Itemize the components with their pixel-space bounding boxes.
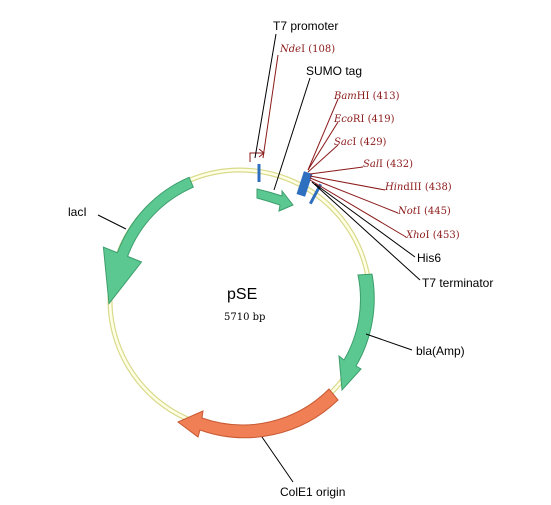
- laci-label: lacI: [68, 205, 87, 219]
- his6-leader: [314, 183, 416, 258]
- plasmid-name: pSE: [227, 286, 257, 303]
- laci-leader: [97, 214, 127, 230]
- site-xhoi: XhoI (453): [405, 230, 460, 241]
- site-ecori: EcoRI (419): [333, 114, 395, 125]
- bamhi-leader: [307, 98, 339, 171]
- laci-feature: [102, 176, 194, 305]
- site-saci: SacI (429): [334, 137, 387, 148]
- cole1-leader: [261, 436, 294, 483]
- sali-leader: [309, 166, 364, 175]
- plasmid-size: 5710 bp: [224, 312, 265, 323]
- mcs-block: [296, 171, 313, 197]
- ndei-leader: [262, 54, 279, 159]
- t7-promoter-label: T7 promoter: [273, 19, 338, 33]
- noti-leader: [309, 177, 399, 214]
- promoter-arrow-icon: [249, 152, 263, 162]
- cole1-label: ColE1 origin: [280, 485, 345, 499]
- xhoi-leader: [309, 179, 407, 238]
- site-hindiii: HindIII (438): [384, 182, 452, 193]
- his6-label: His6: [417, 251, 441, 265]
- bla-label: bla(Amp): [416, 344, 465, 358]
- sumo-feature: [256, 188, 294, 212]
- cole1-feature: [177, 388, 339, 439]
- site-ndei: NdeI (108): [279, 44, 335, 55]
- site-noti: NotI (445): [397, 206, 451, 217]
- site-sali: SalI (432): [363, 159, 413, 170]
- saci-leader: [307, 144, 339, 173]
- t7-promoter-leader: [254, 33, 277, 159]
- site-bamhi: BamHI (413): [333, 91, 400, 102]
- t7-promoter-marker: [257, 164, 261, 182]
- bla-feature: [338, 273, 375, 392]
- sumo-tag-label: SUMO tag: [306, 64, 362, 78]
- sumo-leader: [273, 77, 311, 191]
- t7-terminator-leader: [311, 181, 421, 281]
- t7-terminator-label: T7 terminator: [422, 276, 493, 290]
- ecori-leader: [307, 121, 339, 171]
- bla-leader: [365, 333, 413, 351]
- hindiii-leader: [309, 175, 386, 191]
